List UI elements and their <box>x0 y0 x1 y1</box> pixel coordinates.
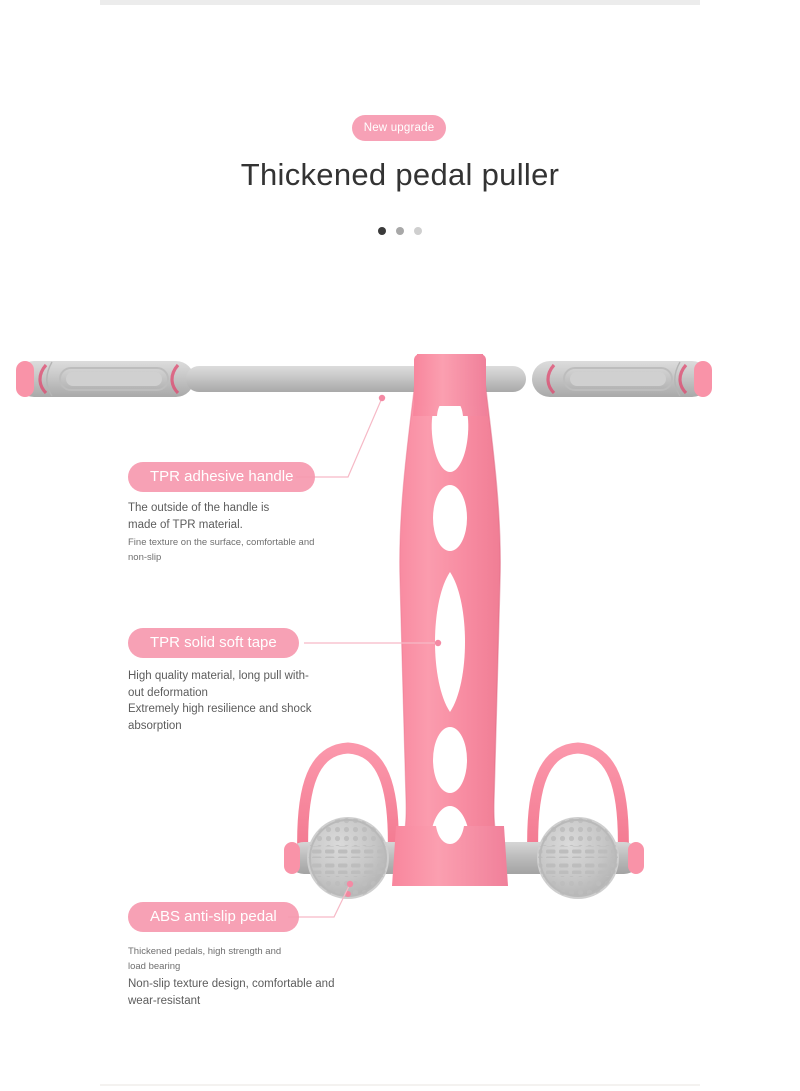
feature-desc-band: High quality material, long pull with- o… <box>128 670 311 733</box>
axle-end-cap-right <box>628 842 644 874</box>
handle-center-pink-wrap <box>413 354 487 416</box>
right-foot-loop <box>527 742 629 866</box>
feature-desc-handle: The outside of the handle is made of TPR… <box>128 502 315 563</box>
feature-desc-line: The outside of the handle is <box>128 502 270 514</box>
handle-bar-left-grip <box>16 361 194 397</box>
feature-label-handle: TPR adhesive handle <box>128 462 316 492</box>
band-foot <box>392 826 508 886</box>
feature-desc-line: made of TPR material. <box>128 518 243 531</box>
carousel-dots <box>0 227 800 235</box>
carousel-dot-2[interactable] <box>396 227 404 235</box>
feature-label-pedal: ABS anti-slip pedal <box>128 902 299 932</box>
feature-block-band: TPR solid soft tape High quality materia… <box>128 628 311 736</box>
left-foot-loop <box>297 742 399 866</box>
feature-desc-line: load bearing <box>128 960 181 972</box>
feature-desc-line: absorption <box>128 719 182 732</box>
new-upgrade-badge: New upgrade <box>352 115 446 141</box>
feature-desc-line: High quality material, long pull with- <box>128 670 309 682</box>
feature-desc-pedal: Thickened pedals, high strength and load… <box>128 946 334 1008</box>
handle-bar-right-grip <box>532 361 712 397</box>
feature-desc-line: Extremely high resilience and shock <box>128 703 312 715</box>
feature-label-band: TPR solid soft tape <box>128 628 299 658</box>
pedal-puller-illustration <box>0 330 800 930</box>
left-pedal-disc <box>307 817 389 899</box>
feature-desc-line: Non-slip texture design, comfortable and <box>128 978 335 990</box>
page-title: Thickened pedal puller <box>240 157 560 192</box>
elastic-band <box>394 357 506 859</box>
right-pedal-disc <box>537 817 619 899</box>
feature-desc-line: Thickened pedals, high strength and <box>128 946 282 957</box>
feature-block-pedal: ABS anti-slip pedal Thickened pedals, hi… <box>128 902 334 1011</box>
top-divider <box>100 0 700 5</box>
axle-end-cap-left <box>284 842 300 874</box>
feature-desc-line: non-slip <box>128 551 162 563</box>
bottom-divider <box>100 1084 700 1086</box>
feature-desc-line: Fine texture on the surface, comfortable… <box>128 537 315 548</box>
feature-desc-line: wear-resistant <box>128 994 201 1007</box>
carousel-dot-3[interactable] <box>414 227 422 235</box>
feature-block-handle: TPR adhesive handle The outside of the h… <box>128 462 316 566</box>
carousel-dot-1[interactable] <box>378 227 386 235</box>
feature-desc-line: out deformation <box>128 686 208 699</box>
